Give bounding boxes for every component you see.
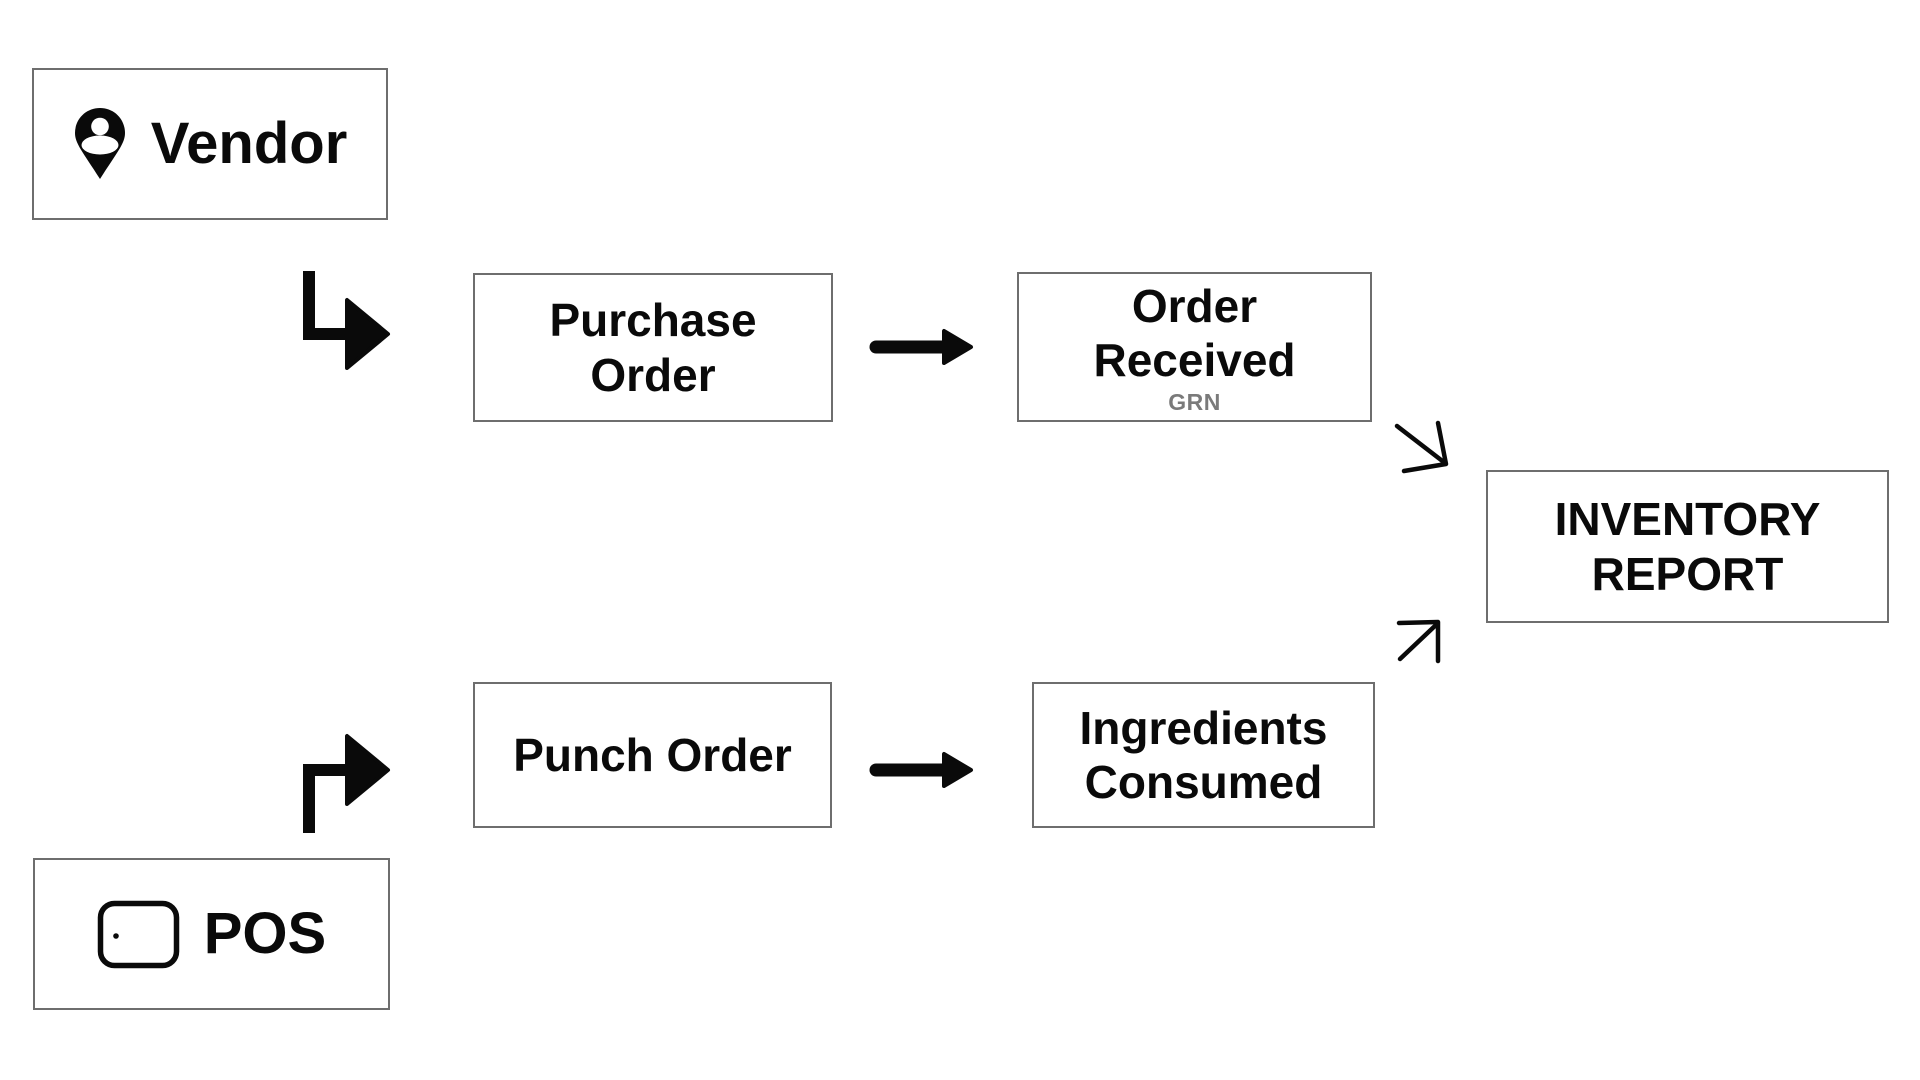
arrow-purchase-order-to-order-received [869, 329, 973, 365]
node-label-pos: POS [203, 901, 327, 966]
arrow-punch-order-to-ingredients-consumed [869, 752, 973, 788]
node-inventory-report: INVENTORY REPORT [1486, 470, 1889, 623]
node-sublabel-grn: GRN [1168, 388, 1221, 415]
arrow-ingredients-consumed-to-inventory-report [1396, 619, 1441, 664]
arrow-vendor-to-purchase-order [303, 271, 390, 370]
node-purchase-order: Purchase Order [473, 273, 833, 422]
node-label-punch-order: Punch Order [513, 728, 792, 781]
node-order-received: Order Received GRN [1017, 272, 1372, 422]
node-label-order-received: Order Received [1093, 280, 1296, 387]
node-vendor: Vendor [32, 68, 388, 220]
arrow-pos-to-punch-order [303, 734, 390, 833]
arrow-order-received-to-inventory-report [1394, 420, 1449, 474]
node-label-purchase-order: Purchase Order [549, 294, 757, 401]
node-label-ingredients-consumed: Ingredients Consumed [1079, 701, 1328, 808]
node-label-vendor: Vendor [150, 111, 348, 176]
location-pin-icon [73, 107, 127, 181]
node-punch-order: Punch Order [473, 682, 832, 828]
node-label-inventory-report: INVENTORY REPORT [1554, 493, 1821, 600]
node-ingredients-consumed: Ingredients Consumed [1032, 682, 1375, 828]
pos-terminal-icon [97, 900, 180, 969]
node-pos: POS [33, 858, 390, 1010]
